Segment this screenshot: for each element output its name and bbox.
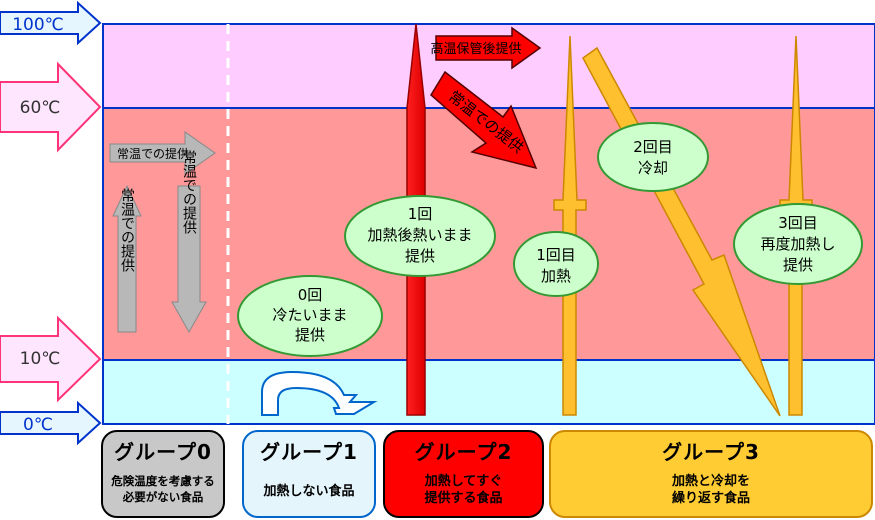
svg-text:2回目: 2回目: [633, 138, 673, 156]
group1-circular-arrow: [261, 370, 378, 416]
temp-label-0: 0℃: [23, 415, 53, 435]
svg-text:常温での提供: 常温での提供: [117, 146, 189, 161]
legend-group2: グループ2 加熱してすぐ 提供する食品: [383, 430, 544, 518]
svg-text:常温での提供: 常温での提供: [119, 188, 135, 272]
temp-label-100: 100℃: [12, 15, 64, 35]
legend-group3: グループ3 加熱と冷却を 繰り返す食品: [549, 430, 873, 518]
svg-text:加熱後熱いまま: 加熱後熱いまま: [367, 226, 472, 244]
group3-bubble-cool: 2回目 冷却: [597, 122, 709, 192]
legend-group3-title: グループ3: [662, 440, 760, 464]
svg-text:提供: 提供: [783, 256, 813, 274]
svg-text:冷たいまま: 冷たいまま: [272, 306, 347, 324]
group0-arrow-horizontal: 常温での提供: [109, 131, 216, 175]
svg-text:提供: 提供: [295, 326, 325, 344]
group3-bubble-reheat: 3回目 再度加熱し 提供: [733, 203, 863, 285]
svg-text:提供: 提供: [405, 247, 435, 265]
group2-arrow-hot-storage: 高温保管後提供: [430, 26, 542, 70]
svg-text:0回: 0回: [298, 286, 323, 304]
legend-group0-title: グループ0: [114, 440, 212, 464]
group1-bubble: 0回 冷たいまま 提供: [237, 275, 383, 357]
group0-arrow-down: 常温での提供: [171, 150, 207, 334]
legend-group0: グループ0 危険温度を考慮する 必要がない食品: [101, 430, 225, 518]
legend-group3-desc: 加熱と冷却を 繰り返す食品: [671, 474, 750, 506]
legend-group0-desc: 危険温度を考慮する 必要がない食品: [111, 474, 215, 504]
temp-arrow-0: 0℃: [0, 400, 102, 446]
group2-bubble: 1回 加熱後熱いまま 提供: [344, 195, 496, 277]
temp-arrow-60: 60℃: [0, 61, 102, 153]
temp-arrow-10: 10℃: [0, 315, 102, 403]
svg-text:常温での提供: 常温での提供: [181, 150, 197, 234]
temp-arrow-100: 100℃: [0, 0, 102, 46]
svg-text:高温保管後提供: 高温保管後提供: [430, 41, 521, 57]
svg-text:加熱: 加熱: [541, 267, 571, 285]
legend-group2-title: グループ2: [414, 440, 513, 464]
legend-group1-title: グループ1: [260, 440, 358, 464]
band-refrigerated: [102, 359, 875, 425]
svg-text:再度加熱し: 再度加熱し: [760, 235, 835, 253]
group3-arrow-heat-1: [553, 35, 587, 416]
svg-text:1回目: 1回目: [536, 246, 576, 264]
group3-bubble-heat-1: 1回目 加熱: [513, 231, 599, 297]
temp-label-60: 60℃: [20, 98, 61, 118]
group0-arrow-up: 常温での提供: [112, 184, 142, 333]
svg-text:1回: 1回: [408, 205, 433, 223]
legend-group2-desc: 加熱してすぐ 提供する食品: [424, 474, 503, 506]
svg-text:3回目: 3回目: [778, 214, 818, 232]
legend-group1-desc: 加熱しない食品: [263, 484, 355, 499]
legend-group1: グループ1 加熱しない食品: [242, 430, 376, 518]
svg-text:冷却: 冷却: [638, 159, 668, 177]
temp-label-10: 10℃: [20, 349, 61, 369]
